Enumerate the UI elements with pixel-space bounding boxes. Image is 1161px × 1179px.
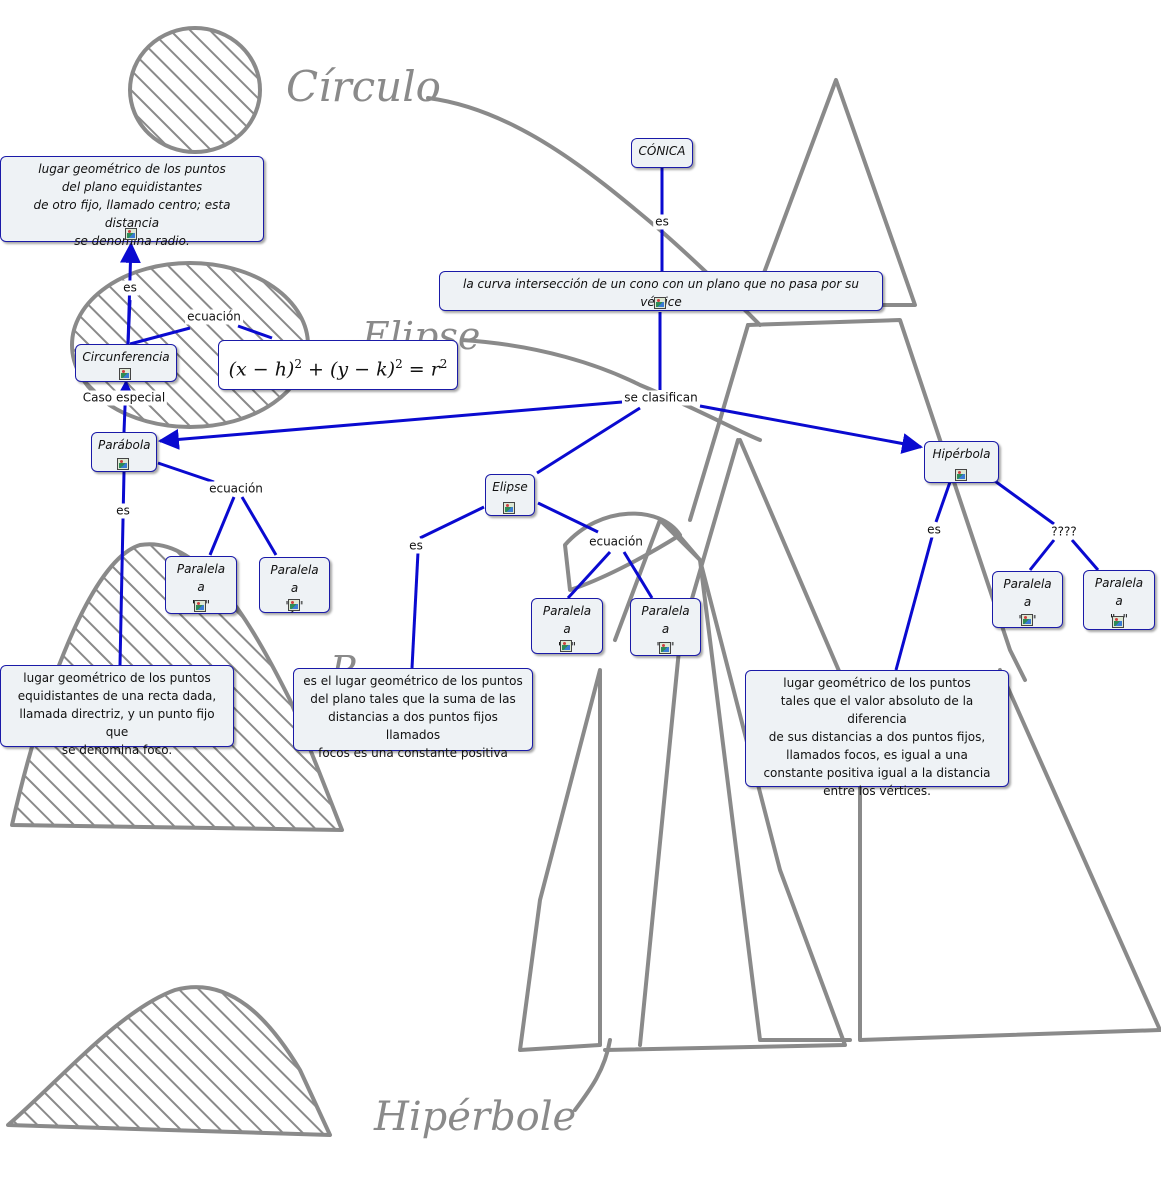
node-parabola-y[interactable]: Paralela a "y"	[259, 557, 330, 613]
link-clasifican-parabola	[157, 400, 623, 450]
node-hiperbola-def-label: lugar geométrico de los puntos tales que…	[763, 676, 991, 798]
node-elipse-def-label: es el lugar geométrico de los puntos del…	[303, 674, 523, 760]
sketch-word-hiperbole: Hipérbole	[374, 1094, 577, 1140]
link-label-ecuacion-par: ecuación	[207, 481, 265, 497]
link-hip-es	[934, 481, 952, 523]
resource-icon[interactable]	[560, 640, 572, 652]
link-label-es-par: es	[114, 503, 132, 519]
resource-icon[interactable]	[194, 600, 206, 612]
node-curva[interactable]: la curva intersección de un cono con un …	[439, 271, 883, 311]
link-par-circ	[114, 379, 136, 433]
link-clasifican-elipse	[536, 406, 641, 475]
resource-icon[interactable]	[658, 642, 671, 654]
link-label-se-clasifican: se clasifican	[622, 390, 700, 406]
link-clasifican-hiperbola	[699, 404, 924, 454]
resource-icon[interactable]	[954, 469, 967, 481]
sketch-word-circulo: Círculo	[286, 62, 441, 111]
equation-equals-r: = r	[402, 358, 440, 381]
link-label-es-hip: es	[925, 522, 943, 538]
node-hiperbola-y[interactable]: Paralela a "y"	[1083, 570, 1155, 630]
link-par-ecuacion	[157, 461, 215, 484]
equation-exp: 2	[294, 357, 302, 371]
sketch-lower-cone	[746, 318, 1027, 682]
equation-x-term: (x − h)	[228, 358, 295, 381]
node-hiperbola-label: Hipérbola	[932, 447, 991, 461]
link-eli-es	[419, 505, 485, 540]
node-parabola-def[interactable]: lugar geométrico de los puntos equidista…	[0, 665, 234, 757]
node-circunferencia-label: Circunferencia	[82, 350, 170, 364]
node-circ-def-label: lugar geométrico de los puntos del plano…	[33, 162, 231, 248]
node-conica[interactable]: CÓNICA	[631, 138, 693, 168]
node-curva-label: la curva intersección de un cono con un …	[463, 277, 859, 309]
node-parabola[interactable]: Parábola	[91, 432, 157, 472]
resource-icon[interactable]	[125, 228, 137, 240]
node-elipse-x[interactable]: Paralela a "x"	[531, 598, 603, 654]
node-parabola-label: Parábola	[98, 438, 151, 452]
node-hiperbola-def[interactable]: lugar geométrico de los puntos tales que…	[745, 670, 1009, 798]
node-equation-circle[interactable]: (x − h)2 + (y − k)2 = r2	[218, 340, 458, 390]
equation-y-term: (y − k)	[329, 358, 396, 381]
node-circunferencia[interactable]: Circunferencia	[75, 344, 177, 382]
node-elipse[interactable]: Elipse	[485, 474, 535, 516]
link-eli-ecuacion	[537, 501, 599, 534]
node-elipse-label: Elipse	[492, 480, 528, 494]
resource-icon[interactable]	[117, 458, 129, 470]
link-label-es-circ: es	[121, 280, 139, 296]
resource-icon[interactable]	[1112, 616, 1124, 628]
node-hiperbola[interactable]: Hipérbola	[924, 441, 999, 483]
node-elipse-def[interactable]: es el lugar geométrico de los puntos del…	[293, 668, 533, 760]
link-label-es-eli: es	[407, 538, 425, 554]
node-hiperbola-x[interactable]: Paralela a "x"	[992, 571, 1063, 628]
equation-exp: 2	[395, 357, 403, 371]
resource-icon[interactable]	[654, 297, 666, 309]
equation-exp: 2	[439, 357, 448, 371]
node-conica-label: CÓNICA	[638, 144, 686, 158]
link-circ-ecuacion	[129, 326, 191, 346]
node-parabola-x[interactable]: Paralela a "x"	[165, 556, 237, 614]
resource-icon[interactable]	[287, 599, 300, 611]
link-par-def	[118, 471, 126, 666]
link-label-ecuacion-circ: ecuación	[185, 309, 243, 325]
sketch-top-circle	[128, 26, 262, 154]
node-elipse-y[interactable]: Paralela a "y"	[630, 598, 701, 656]
resource-icon[interactable]	[119, 368, 131, 380]
link-label-caso-especial: Caso especial	[80, 390, 168, 406]
link-label-es-conica: es	[653, 214, 671, 230]
equation-plus: +	[301, 358, 330, 381]
node-circ-def[interactable]: lugar geométrico de los puntos del plano…	[0, 156, 264, 248]
node-parabola-def-label: lugar geométrico de los puntos equidista…	[17, 671, 217, 757]
link-hip-q	[987, 474, 1055, 526]
resource-icon[interactable]	[503, 502, 515, 514]
resource-icon[interactable]	[1020, 614, 1033, 626]
link-label-hip-q: ????	[1049, 524, 1079, 540]
sketch-hyperbola-branch	[6, 985, 332, 1137]
link-label-ecuacion-eli: ecuación	[587, 534, 645, 550]
